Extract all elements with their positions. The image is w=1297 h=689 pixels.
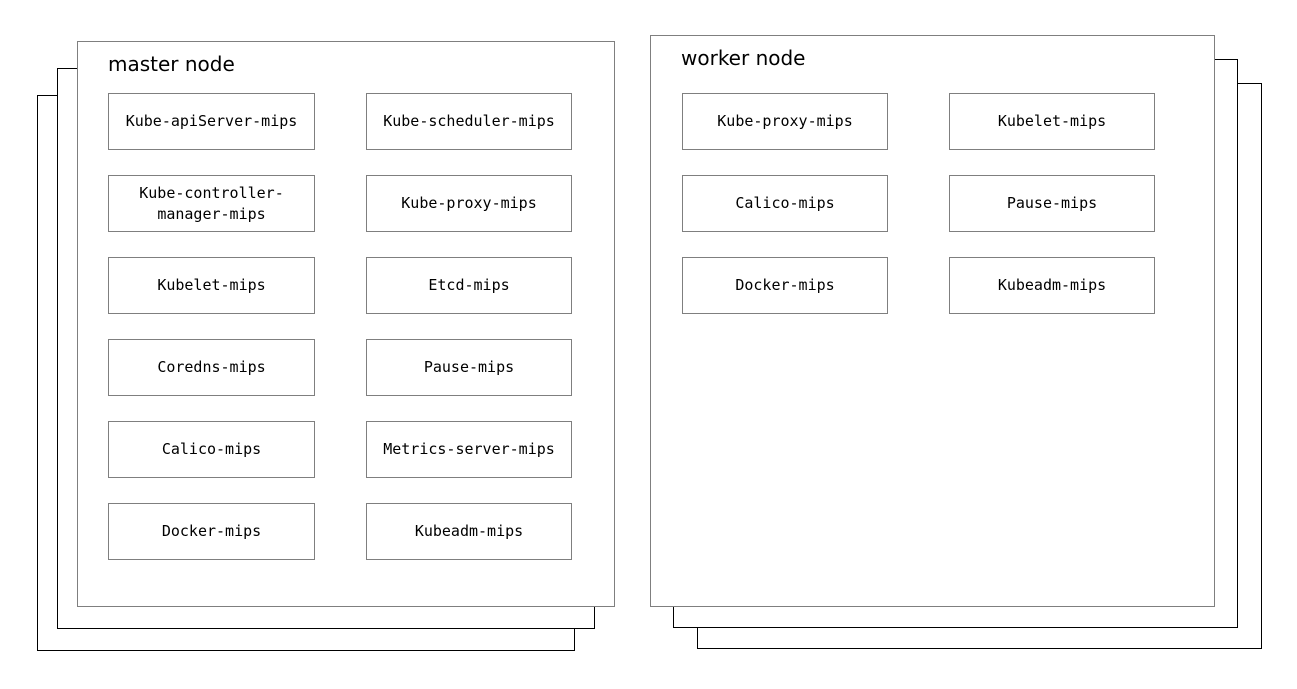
component-box[interactable]: Docker-mips [682,257,888,314]
component-box[interactable]: Kube-proxy-mips [366,175,572,232]
component-box[interactable]: Pause-mips [949,175,1155,232]
component-box[interactable]: Kube-scheduler-mips [366,93,572,150]
component-label: Kubelet-mips [157,276,266,294]
component-box[interactable]: Kube-apiServer-mips [108,93,315,150]
component-box[interactable]: Kubeadm-mips [366,503,572,560]
component-label: Kube-apiServer-mips [125,112,298,130]
component-label: Calico-mips [161,440,262,458]
component-box[interactable]: Etcd-mips [366,257,572,314]
component-label: Docker-mips [735,276,835,294]
component-label: Kubeadm-mips [997,276,1107,294]
component-label: Kubeadm-mips [414,522,524,540]
component-box[interactable]: Kube-proxy-mips [682,93,888,150]
master-node-title: master node [108,52,235,76]
component-label: Metrics-server-mips [383,440,555,458]
component-box[interactable]: Kubelet-mips [949,93,1155,150]
component-label: Kube-proxy-mips [401,194,537,212]
component-label: Calico-mips [735,194,835,212]
component-box[interactable]: Metrics-server-mips [366,421,572,478]
worker-node-title: worker node [681,46,806,70]
component-label: Kube-proxy-mips [717,112,853,130]
component-box[interactable]: Calico-mips [682,175,888,232]
component-label: Pause-mips [423,358,515,376]
component-box[interactable]: Kubeadm-mips [949,257,1155,314]
component-label: Docker-mips [161,522,262,540]
component-box[interactable]: Pause-mips [366,339,572,396]
component-box[interactable]: Kubelet-mips [108,257,315,314]
component-label: Kube-controller-manager-mips [139,183,284,223]
component-label: Kube-scheduler-mips [383,112,555,130]
component-label: Kubelet-mips [997,112,1107,130]
component-label: Coredns-mips [157,358,266,376]
component-label: Etcd-mips [428,276,510,294]
component-box[interactable]: Kube-controller-manager-mips [108,175,315,232]
component-label: Pause-mips [1006,194,1098,212]
component-box[interactable]: Calico-mips [108,421,315,478]
component-box[interactable]: Coredns-mips [108,339,315,396]
component-box[interactable]: Docker-mips [108,503,315,560]
